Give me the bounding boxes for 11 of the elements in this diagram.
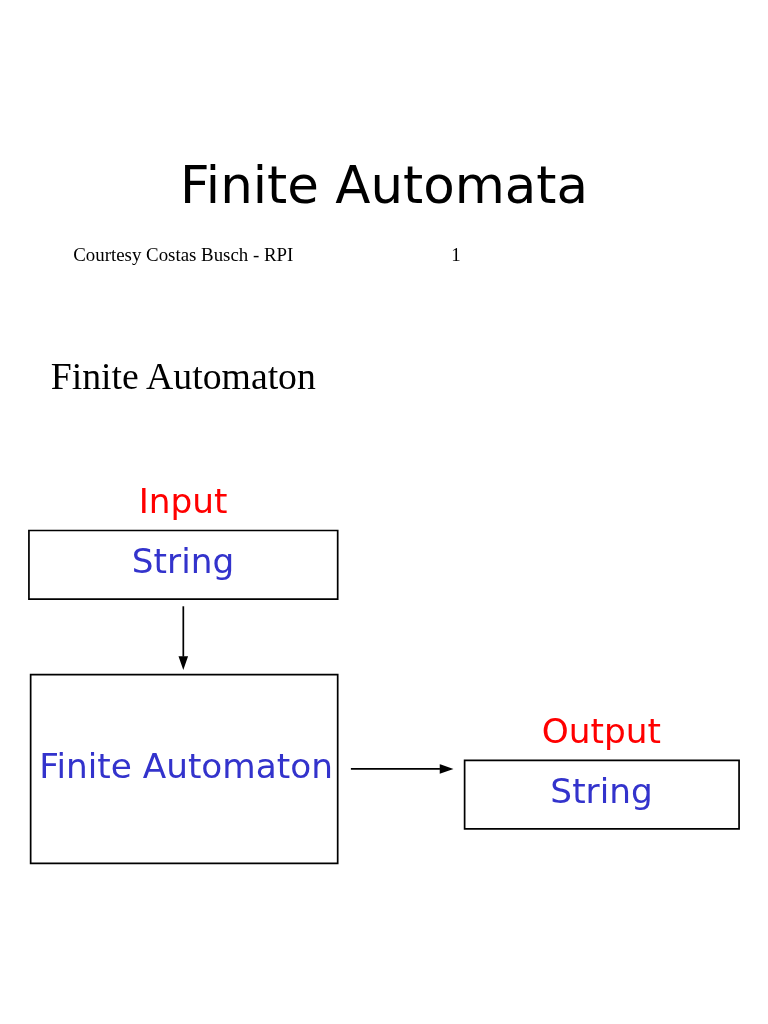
node-label: Input: [138, 480, 228, 521]
label: 1: [451, 243, 461, 265]
arrow: [350, 763, 454, 774]
node-box: String: [463, 759, 740, 830]
label: Courtesy Costas Busch - RPI: [73, 243, 294, 265]
node-box: Finite Automaton: [29, 673, 339, 864]
node-label: Output: [541, 710, 661, 751]
arrow: [178, 604, 189, 670]
diagram-title: Finite Automata: [180, 154, 588, 215]
label: Finite Automaton: [50, 354, 316, 397]
node-box: String: [28, 529, 339, 600]
